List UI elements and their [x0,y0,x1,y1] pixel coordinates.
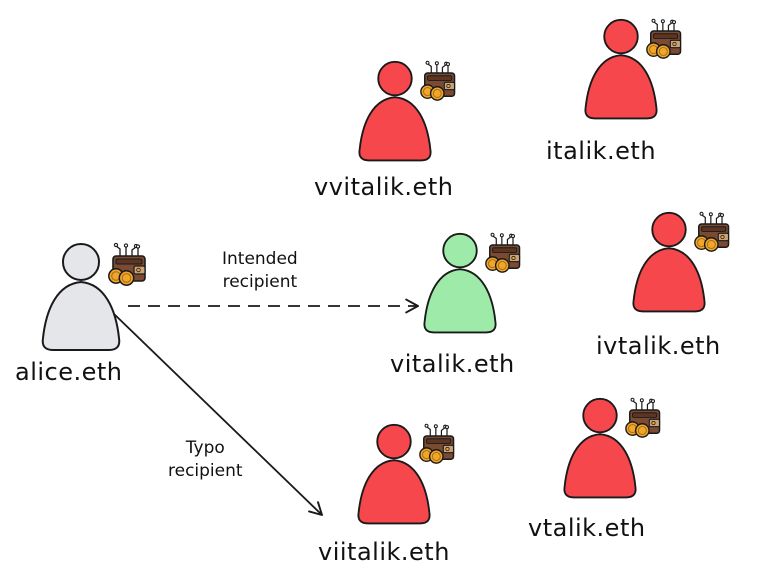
person-icon [603,18,639,55]
wallet-icon [694,211,730,252]
typo-edge-line1: Typo [185,438,225,458]
person-intended-recipient [423,232,521,334]
wallet-icon [625,397,661,438]
intended-recipient-name: vitalik.eth [390,350,515,378]
intended-recipient-edge-label: Intended recipient [222,248,298,294]
typo-recipient-arrow [111,311,323,516]
wallet-icon [419,423,455,464]
impostor-name-viitalik: viitalik.eth [318,538,450,566]
person-icon [376,423,412,460]
person-impostor-vvitalik [358,60,456,162]
person-body [632,247,706,313]
sender-name: alice.eth [15,358,123,386]
person-sender [41,242,146,351]
person-impostor-viitalik [357,423,455,525]
person-impostor-vtalik [563,397,661,499]
intended-edge-line1: Intended [222,249,298,269]
wallet-icon [646,18,682,59]
impostor-name-vvitalik: vvitalik.eth [314,173,454,201]
person-icon [377,60,413,97]
wallet-icon [420,60,456,101]
impostor-name-ivtalik: ivtalik.eth [596,332,721,360]
person-body [423,268,497,334]
person-body [41,281,121,351]
person-impostor-italik [584,18,682,120]
intended-edge-line2: recipient [222,271,298,292]
typo-recipient-edge-label: Typo recipient [168,437,243,483]
person-icon [651,211,687,248]
person-icon [442,232,478,269]
typo-edge-line2: recipient [168,460,243,481]
person-body [563,433,637,499]
person-body [584,54,658,120]
impostor-name-italik: italik.eth [546,137,657,165]
person-icon [62,243,100,281]
wallet-icon [108,242,146,287]
wallet-icon [485,232,521,273]
person-body [357,459,431,525]
person-body [358,96,432,162]
person-icon [582,397,618,434]
impostor-name-vtalik: vtalik.eth [528,514,646,542]
person-impostor-ivtalik [632,211,730,313]
